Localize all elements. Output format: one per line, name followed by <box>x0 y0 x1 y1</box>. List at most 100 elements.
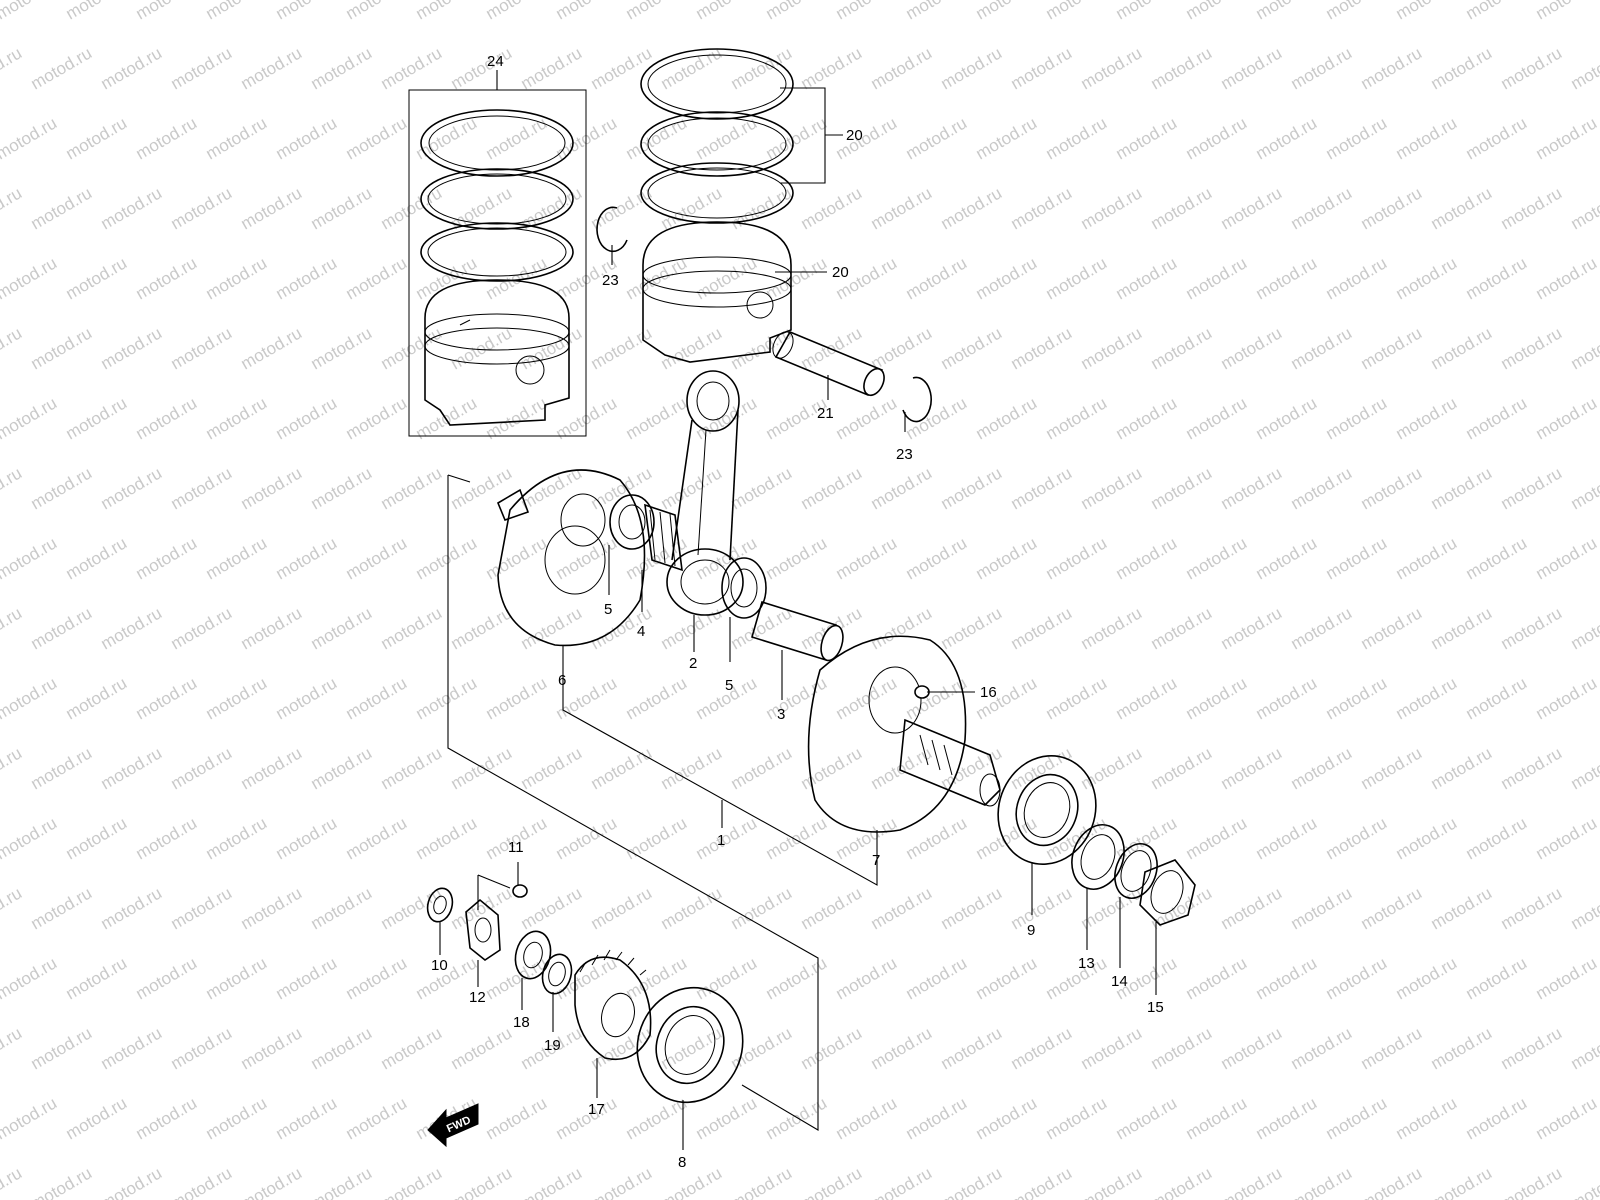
watermark-text: motod.ru <box>1218 463 1286 513</box>
watermark-text: motod.ru <box>413 533 481 583</box>
watermark-text: motod.ru <box>1148 323 1216 373</box>
watermark-text: motod.ru <box>553 953 621 1003</box>
watermark-text: motod.ru <box>658 323 726 373</box>
watermark-text: motod.ru <box>203 393 271 443</box>
watermark-text: motod.ru <box>1183 253 1251 303</box>
watermark-text: motod.ru <box>763 953 831 1003</box>
watermark-text: motod.ru <box>238 323 306 373</box>
watermark-text: motod.ru <box>1533 0 1600 23</box>
watermark-text: motod.ru <box>658 463 726 513</box>
label-11: 12 <box>469 989 486 1006</box>
watermark-text: motod.ru <box>1183 673 1251 723</box>
watermark-text: motod.ru <box>448 1163 516 1200</box>
watermark-text: motod.ru <box>483 1093 551 1143</box>
watermark-text: motod.ru <box>1008 463 1076 513</box>
watermark-text: motod.ru <box>0 463 25 513</box>
watermark-text: motod.ru <box>1358 883 1426 933</box>
watermark-text: motod.ru <box>203 533 271 583</box>
watermark-text: motod.ru <box>378 603 446 653</box>
part-labels: 24 20 20 23 21 23 5 4 2 5 6 16 3 1 11 7 … <box>431 53 1164 1171</box>
watermark-text: motod.ru <box>448 1023 516 1073</box>
watermark-text: motod.ru <box>1428 743 1496 793</box>
watermark-text: motod.ru <box>763 673 831 723</box>
watermark-text: motod.ru <box>343 673 411 723</box>
watermark-text: motod.ru <box>518 43 586 93</box>
watermark-text: motod.ru <box>0 743 25 793</box>
watermark-text: motod.ru <box>273 0 341 23</box>
watermark-text: motod.ru <box>413 113 481 163</box>
watermark-text: motod.ru <box>343 113 411 163</box>
watermark-text: motod.ru <box>1078 603 1146 653</box>
watermark-text: motod.ru <box>938 323 1006 373</box>
watermark-text: motod.ru <box>0 183 25 233</box>
watermark-text: motod.ru <box>1288 323 1356 373</box>
watermark-text: motod.ru <box>1463 533 1531 583</box>
watermark-text: motod.ru <box>1113 813 1181 863</box>
watermark-text: motod.ru <box>308 1023 376 1073</box>
watermark-text: motod.ru <box>28 883 96 933</box>
watermark-text: motod.ru <box>693 0 761 23</box>
watermark-text: motod.ru <box>1568 883 1600 933</box>
watermark-text: motod.ru <box>378 1023 446 1073</box>
watermark-text: motod.ru <box>1463 673 1531 723</box>
label-7: 7 <box>872 852 880 869</box>
watermark-text: motod.ru <box>938 603 1006 653</box>
watermark-text: motod.ru <box>1113 0 1181 23</box>
watermark-text: motod.ru <box>1358 1023 1426 1073</box>
watermark-text: motod.ru <box>238 1163 306 1200</box>
watermark-text: motod.ru <box>133 113 201 163</box>
watermark-text: motod.ru <box>693 253 761 303</box>
watermark-text: motod.ru <box>1568 323 1600 373</box>
watermark-text: motod.ru <box>868 323 936 373</box>
label-3: 3 <box>777 706 785 723</box>
watermark-text: motod.ru <box>1288 1163 1356 1200</box>
watermark-text: motod.ru <box>1218 1163 1286 1200</box>
watermark-text: motod.ru <box>763 253 831 303</box>
watermark-text: motod.ru <box>63 1093 131 1143</box>
watermark-text: motod.ru <box>1498 463 1566 513</box>
watermark-text: motod.ru <box>1078 183 1146 233</box>
watermark-text: motod.ru <box>833 113 901 163</box>
label-23-lower: 23 <box>896 446 913 463</box>
crank-web-right <box>807 635 1001 855</box>
watermark-text: motod.ru <box>1043 113 1111 163</box>
watermark-text: motod.ru <box>0 0 60 23</box>
watermark-text: motod.ru <box>973 393 1041 443</box>
watermark-text: motod.ru <box>308 183 376 233</box>
watermark-text: motod.ru <box>98 1163 166 1200</box>
watermark-text: motod.ru <box>1043 1093 1111 1143</box>
watermark-text: motod.ru <box>728 1163 796 1200</box>
watermark-text: motod.ru <box>973 953 1041 1003</box>
watermark-text: motod.ru <box>203 673 271 723</box>
watermark-text: motod.ru <box>1078 743 1146 793</box>
watermark-text: motod.ru <box>483 673 551 723</box>
watermark-text: motod.ru <box>0 603 25 653</box>
watermark-text: motod.ru <box>588 1023 656 1073</box>
watermark-text: motod.ru <box>308 603 376 653</box>
piston-kit-box <box>408 70 587 437</box>
watermark-text: motod.ru <box>868 603 936 653</box>
watermark-text: motod.ru <box>1428 1163 1496 1200</box>
watermark-text: motod.ru <box>1043 673 1111 723</box>
watermark-text: motod.ru <box>483 0 551 23</box>
watermark-text: motod.ru <box>1218 603 1286 653</box>
watermark-text: motod.ru <box>28 183 96 233</box>
watermark-text: motod.ru <box>1218 183 1286 233</box>
label-20: 20 <box>832 264 849 281</box>
watermark-text: motod.ru <box>1043 253 1111 303</box>
watermark-text: motod.ru <box>658 183 726 233</box>
watermark-text: motod.ru <box>1148 463 1216 513</box>
watermark-text: motod.ru <box>0 113 60 163</box>
watermark-text: motod.ru <box>1113 393 1181 443</box>
watermark-text: motod.ru <box>1323 253 1391 303</box>
watermark-text: motod.ru <box>238 1023 306 1073</box>
watermark-text: motod.ru <box>1358 323 1426 373</box>
watermark-text: motod.ru <box>938 1023 1006 1073</box>
watermark-text: motod.ru <box>1393 673 1461 723</box>
watermark-text: motod.ru <box>1428 603 1496 653</box>
watermark-text: motod.ru <box>1253 0 1321 23</box>
watermark-text: motod.ru <box>1498 883 1566 933</box>
watermark-text: motod.ru <box>0 393 60 443</box>
watermark-text: motod.ru <box>343 813 411 863</box>
watermark-text: motod.ru <box>273 253 341 303</box>
